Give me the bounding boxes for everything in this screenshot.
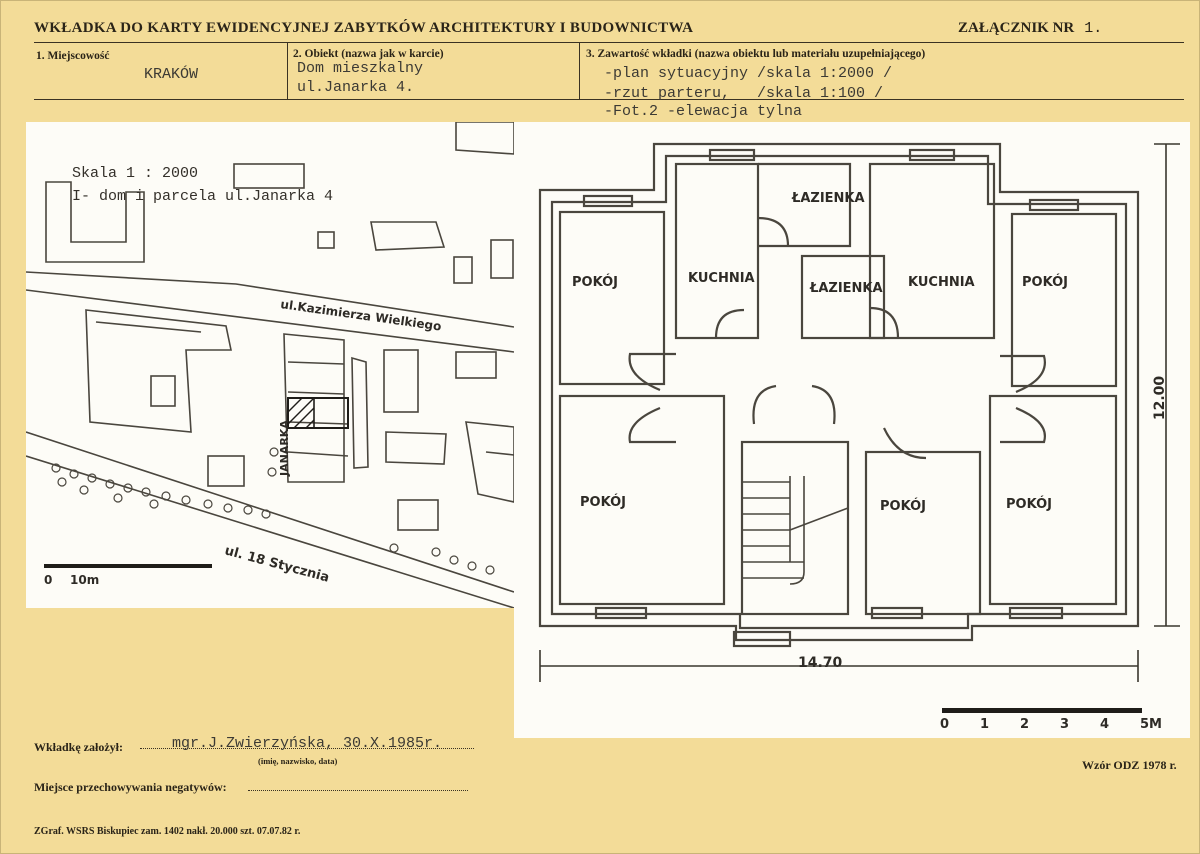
attachment-label-text: ZAŁĄCZNIK NR (958, 20, 1075, 36)
attachment-number: 1. (1084, 20, 1103, 37)
room-label-pokoj-s: POKÓJ (880, 498, 926, 514)
contents-line-1: -plan sytuacyjny /skala 1:2000 / (604, 65, 893, 82)
object-label: 2. Obiekt (nazwa jak w karcie) (293, 48, 444, 60)
negatives-dotted-line (248, 790, 468, 791)
floor-plan-drawing: ŁAZIENKA POKÓJ KUCHNIA ŁAZIENKA KUCHNIA … (538, 142, 1180, 732)
site-scale-bar (44, 564, 212, 568)
height-dimension: 12.00 (1152, 376, 1168, 421)
site-scale-ten: 10m (70, 573, 99, 587)
form-title: WKŁADKA DO KARTY EWIDENCYJNEJ ZABYTKÓW A… (34, 20, 694, 36)
field-divider-2 (579, 42, 580, 99)
object-line-2: ul.Janarka 4. (297, 79, 415, 96)
header-rule (34, 42, 1184, 43)
author-hint: (imię, nazwisko, data) (258, 756, 338, 766)
printer-imprint: ZGraf. WSRS Biskupiec zam. 1402 nakł. 20… (34, 826, 301, 837)
width-dimension: 14.70 (798, 655, 843, 671)
floor-plan-sheet: ŁAZIENKA POKÓJ KUCHNIA ŁAZIENKA KUCHNIA … (514, 122, 1190, 738)
site-plan-legend: I- dom i parcela ul.Janarka 4 (72, 188, 333, 205)
floor-scale-1: 1 (980, 717, 989, 732)
author-label: Wkładkę założył: (34, 740, 123, 754)
room-label-kuchnia-right: KUCHNIA (908, 275, 975, 290)
fields-rule (34, 99, 1184, 100)
room-label-pokoj-nw: POKÓJ (572, 274, 618, 290)
contents-line-2: -rzut parteru, /skala 1:100 / (604, 85, 884, 102)
site-plan-scale: Skala 1 : 2000 (72, 165, 198, 182)
site-scale-zero: 0 (44, 573, 52, 587)
room-label-lazienka-top: ŁAZIENKA (791, 191, 865, 206)
room-label-pokoj-ne: POKÓJ (1022, 274, 1068, 290)
floor-scale-bar (942, 708, 1142, 713)
place-label: 1. Miejscowość (36, 50, 110, 62)
author-dotted-line (140, 748, 474, 749)
floor-scale-4: 4 (1100, 717, 1109, 732)
form-model-id: Wzór ODZ 1978 r. (1082, 758, 1177, 772)
floor-scale-3: 3 (1060, 717, 1069, 732)
street-label-18-stycznia: ul. 18 Stycznia (223, 543, 331, 585)
floor-scale-2: 2 (1020, 717, 1029, 732)
site-plan-sheet: Skala 1 : 2000 I- dom i parcela ul.Janar… (26, 122, 514, 608)
author-value: mgr.J.Zwierzyńska, 30.X.1985r. (172, 735, 443, 752)
negatives-label: Miejsce przechowywania negatywów: (34, 780, 227, 794)
field-divider-1 (287, 42, 288, 99)
room-label-kuchnia-left: KUCHNIA (688, 271, 755, 286)
contents-label: 3. Zawartość wkładki (nazwa obiektu lub … (586, 48, 926, 60)
floor-scale-0: 0 (940, 717, 949, 732)
object-line-1: Dom mieszkalny (297, 60, 424, 77)
room-label-lazienka-mid: ŁAZIENKA (809, 281, 883, 296)
room-label-pokoj-se: POKÓJ (1006, 496, 1052, 512)
contents-line-3: -Fot.2 -elewacja tylna (604, 103, 803, 120)
street-label-janarka: JANARKA (278, 420, 291, 477)
room-label-pokoj-sw: POKÓJ (580, 494, 626, 510)
site-plan-drawing: Skala 1 : 2000 I- dom i parcela ul.Janar… (26, 122, 514, 608)
attachment-label: ZAŁĄCZNIK NR 1. (958, 20, 1102, 37)
place-value: KRAKÓW (144, 66, 199, 83)
floor-scale-5m: 5M (1140, 717, 1162, 732)
